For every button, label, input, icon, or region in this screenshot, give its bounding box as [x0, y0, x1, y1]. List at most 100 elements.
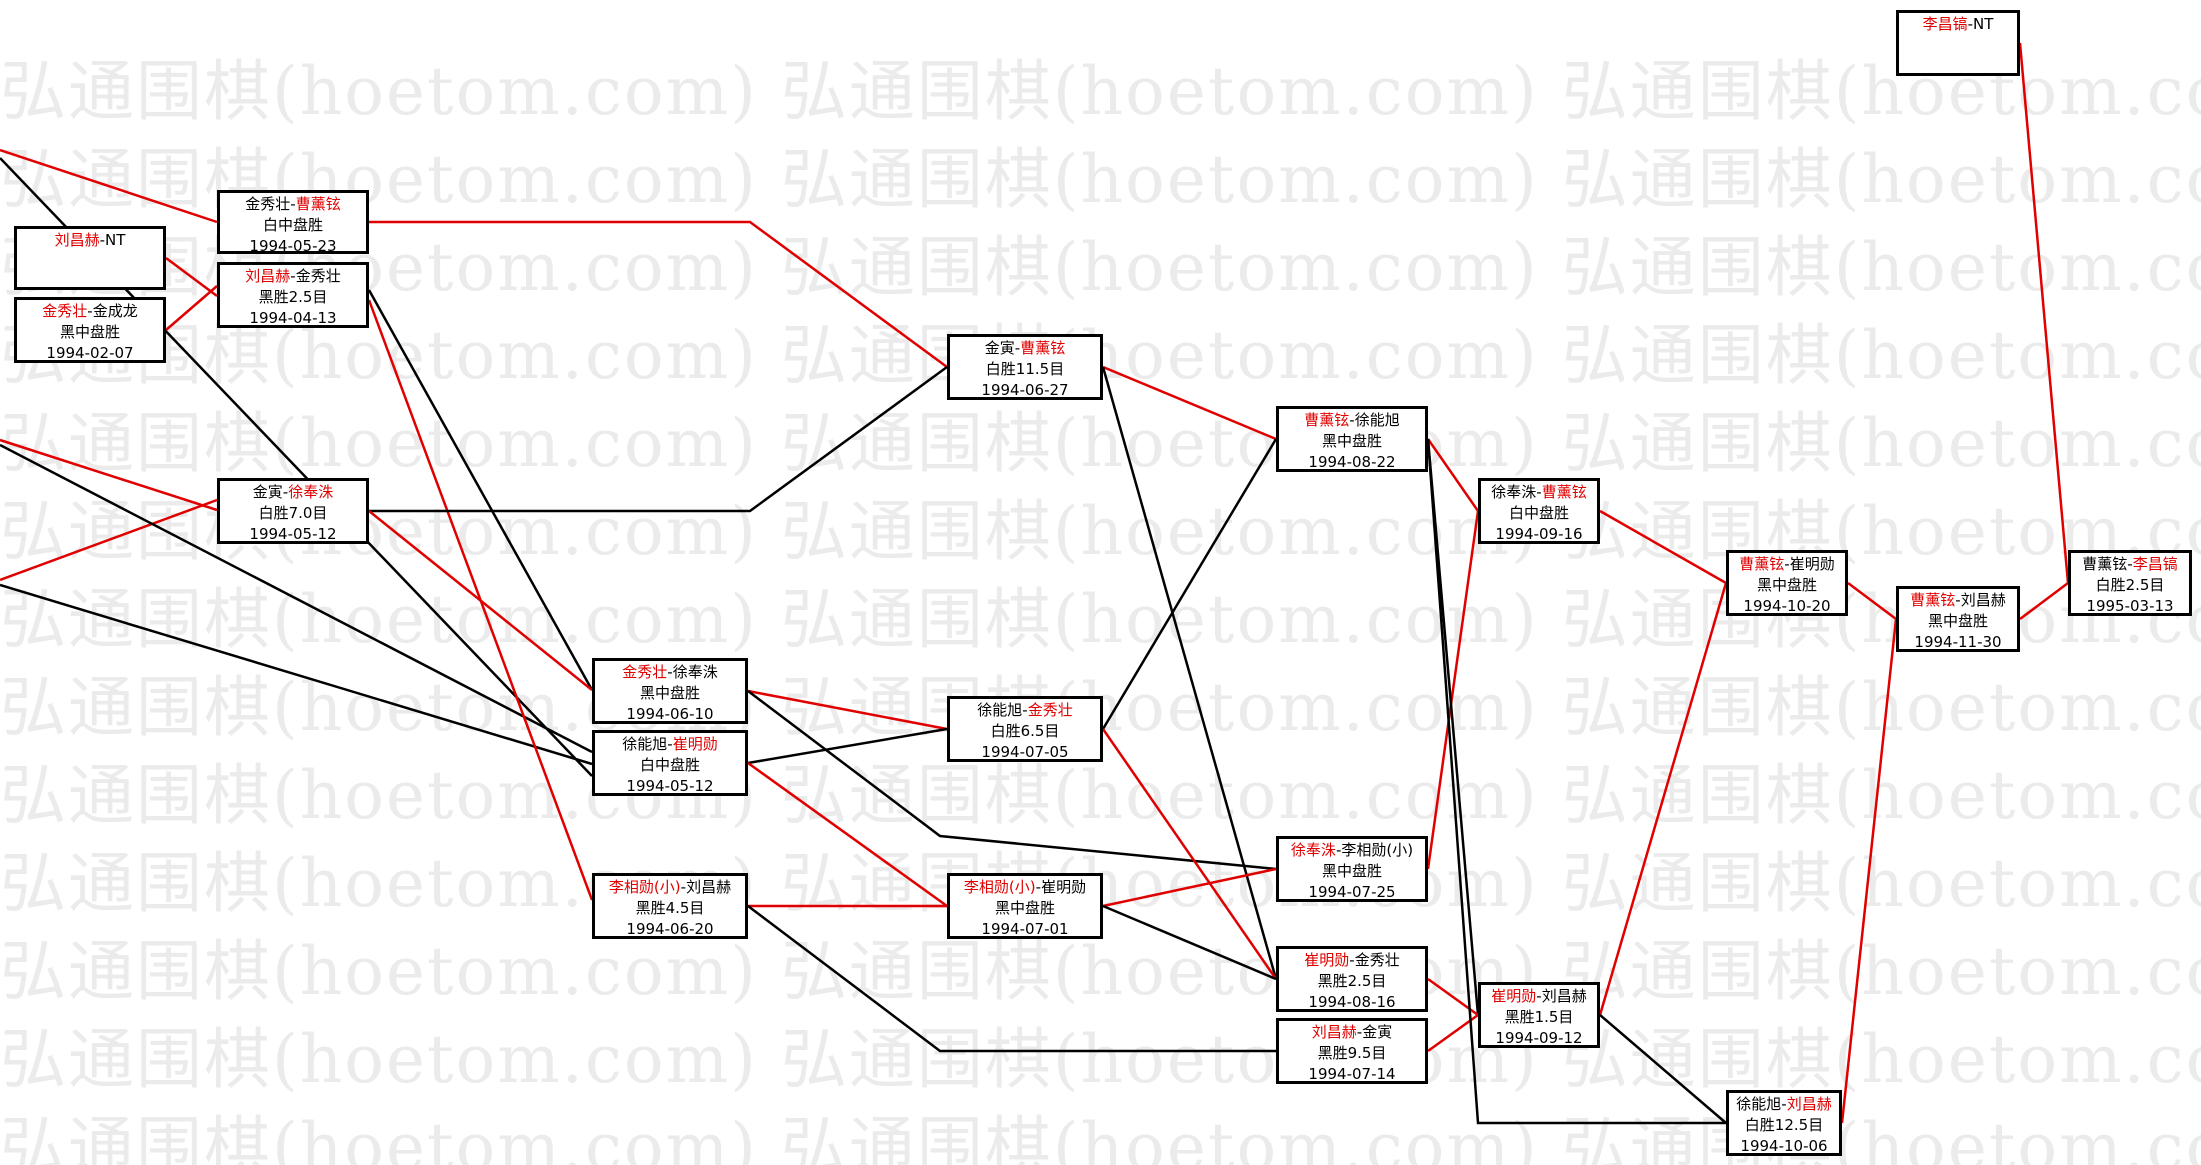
game-players: 刘昌赫-NT	[54, 231, 126, 249]
bracket-connector	[1102, 867, 1277, 908]
game-result: 白胜12.5目	[1744, 1116, 1824, 1134]
game-box: 李昌镐-NT	[1896, 10, 2020, 76]
player-black: 刘昌赫	[54, 231, 100, 249]
player-white: 刘昌赫	[686, 878, 732, 896]
player-white: 崔明勋	[1041, 878, 1087, 896]
game-date: 1994-11-30	[1914, 633, 2002, 651]
bracket-connector	[747, 727, 948, 765]
bracket-connector	[1599, 509, 1727, 585]
game-players: 徐奉洙-李相勋(小)	[1290, 841, 1414, 859]
player-white: 金秀壮	[295, 267, 341, 285]
game-result: 黑中盘胜	[639, 684, 700, 702]
game-box: 李相勋(小)-刘昌赫黑胜4.5目 1994-06-20	[592, 873, 748, 939]
game-date: 1994-05-23	[249, 237, 337, 255]
game-players: 金寅-曹薰铉	[984, 339, 1066, 357]
game-date: 1994-05-12	[626, 777, 714, 795]
game-result: 黑中盘胜	[1927, 612, 1988, 630]
game-date: 1994-04-13	[249, 309, 337, 327]
game-players: 崔明勋-刘昌赫	[1491, 987, 1587, 1005]
bracket-connector	[165, 285, 218, 331]
game-result: 黑胜9.5目	[1317, 1044, 1387, 1062]
game-result: 白中盘胜	[639, 756, 700, 774]
game-box: 崔明勋-刘昌赫黑胜1.5目 1994-09-12	[1478, 982, 1600, 1048]
player-white: 曹薰铉	[1541, 483, 1587, 501]
game-date: 1994-07-05	[981, 743, 1069, 761]
player-white: 徐奉洙	[672, 663, 718, 681]
bracket-connector	[1847, 582, 1897, 620]
game-date: 1995-03-13	[2086, 597, 2174, 615]
game-date: 1994-02-07	[46, 344, 134, 362]
game-date: 1994-08-16	[1308, 993, 1396, 1011]
game-players: 徐能旭-崔明勋	[622, 735, 718, 753]
player-white: 金秀壮	[1027, 701, 1073, 719]
bracket-connector	[2018, 42, 2070, 584]
bracket-connector	[0, 148, 218, 224]
player-white: 曹薰铉	[295, 195, 341, 213]
player-white: 徐奉洙	[288, 483, 334, 501]
player-black: 崔明勋	[1304, 951, 1350, 969]
game-box: 徐能旭-崔明勋白中盘胜 1994-05-12	[592, 730, 748, 796]
bracket-connector	[747, 690, 1277, 871]
bracket-connector	[1426, 438, 1726, 1125]
player-white: 徐能旭	[1354, 411, 1400, 429]
player-white: 崔明勋	[672, 735, 718, 753]
game-result: 白胜11.5目	[985, 360, 1065, 378]
game-result: 黑胜1.5目	[1504, 1008, 1574, 1026]
player-white: 李相勋(小)	[1341, 841, 1414, 859]
bracket-connector	[369, 365, 948, 513]
game-players: 李相勋(小)-刘昌赫	[608, 878, 732, 896]
player-white: 曹薰铉	[1020, 339, 1066, 357]
game-date: 1994-06-20	[626, 920, 714, 938]
bracket-connector	[2019, 582, 2069, 620]
game-date: 1994-06-10	[626, 705, 714, 723]
bracket-connector	[369, 220, 948, 369]
game-result: 黑胜2.5目	[1317, 972, 1387, 990]
bracket-connector	[1599, 1014, 1727, 1124]
bracket-connector	[1101, 438, 1278, 730]
game-players: 徐能旭-刘昌赫	[1736, 1095, 1832, 1113]
game-box: 徐能旭-金秀壮白胜6.5目 1994-07-05	[947, 696, 1103, 762]
game-date: 1994-09-12	[1495, 1029, 1583, 1047]
player-white: 刘昌赫	[1786, 1095, 1832, 1113]
game-result: 白胜6.5目	[990, 722, 1060, 740]
game-date: 1994-07-25	[1308, 883, 1396, 901]
game-players: 刘昌赫-金寅	[1311, 1023, 1393, 1041]
game-box: 刘昌赫-NT	[14, 226, 166, 290]
player-black: 金秀壮	[245, 195, 291, 213]
game-players: 曹薰铉-刘昌赫	[1910, 591, 2006, 609]
player-black: 徐能旭	[1736, 1095, 1782, 1113]
player-white: 刘昌赫	[1541, 987, 1587, 1005]
game-result: 黑中盘胜	[1321, 432, 1382, 450]
bracket-connector	[1426, 510, 1480, 870]
bracket-connector	[1102, 904, 1277, 981]
bracket-connector	[747, 905, 1276, 1053]
game-players: 徐能旭-金秀壮	[977, 701, 1073, 719]
player-black: 曹薰铉	[1739, 555, 1785, 573]
game-players: 崔明勋-金秀壮	[1304, 951, 1400, 969]
bracket-connector	[1101, 728, 1278, 980]
game-players: 李相勋(小)-崔明勋	[963, 878, 1087, 896]
bracket-connector	[368, 510, 593, 691]
game-players: 金寅-徐奉洙	[252, 483, 334, 501]
bracket-connector	[747, 761, 948, 908]
game-result: 黑中盘胜	[994, 899, 1055, 917]
player-white: 崔明勋	[1789, 555, 1835, 573]
game-result: 黑中盘胜	[59, 323, 120, 341]
game-players: 金秀壮-金成龙	[42, 302, 138, 320]
player-black: 崔明勋	[1491, 987, 1537, 1005]
game-box: 金秀壮-金成龙黑中盘胜 1994-02-07	[14, 297, 166, 363]
game-result: 黑胜4.5目	[635, 899, 705, 917]
player-black: 金秀壮	[622, 663, 668, 681]
player-black: 刘昌赫	[245, 267, 291, 285]
bracket-connector	[1102, 365, 1277, 441]
bracket-connector	[1426, 438, 1480, 1016]
